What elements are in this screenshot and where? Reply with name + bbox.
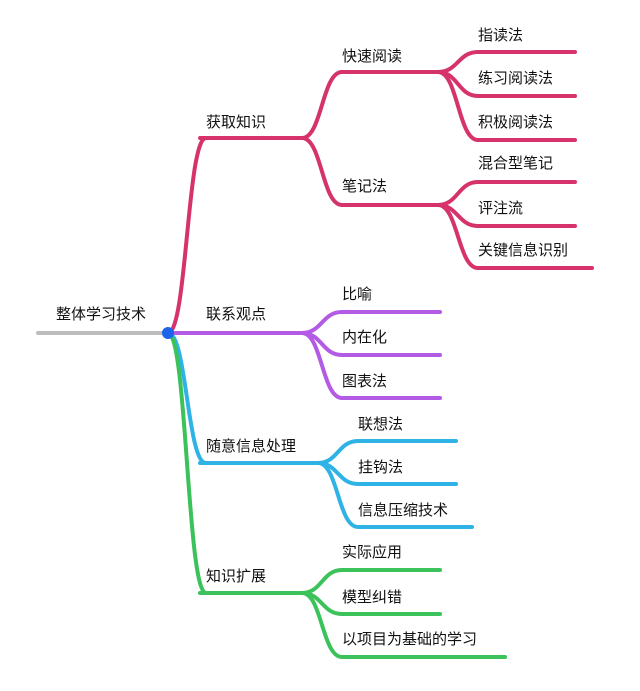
connector-note-leaf-2 [436, 203, 480, 270]
branch-label-arbitrary-info: 随意信息处理 [206, 437, 297, 455]
leaf-label-compression: 信息压缩技术 [358, 501, 449, 519]
root-node-dot [162, 327, 174, 339]
branch-label-acquire: 获取知识 [206, 113, 267, 131]
connector-note-taking [300, 136, 344, 207]
connector-connect-leaf-0 [300, 310, 344, 335]
subtopic-label-note-taking: 笔记法 [342, 177, 388, 195]
branch-label-connect: 联系观点 [206, 305, 267, 323]
leaf-label-metaphor: 比喻 [342, 285, 373, 303]
connector-connect-leaf-2 [300, 331, 344, 400]
connector-acquire [166, 136, 208, 335]
leaf-label-project-learning: 以项目为基础的学习 [342, 630, 478, 648]
root-topic-label: 整体学习技术 [56, 305, 147, 323]
leaf-label-annotation: 评注流 [478, 199, 524, 217]
leaf-label-internalize: 内在化 [342, 328, 388, 346]
connector-note-leaf-0 [436, 180, 480, 207]
leaf-label-model-correction: 模型纠错 [342, 588, 403, 606]
leaf-label-active-reading: 积极阅读法 [478, 113, 554, 131]
connector-expand-leaf-0 [300, 568, 344, 595]
connector-expand [166, 331, 208, 595]
subtopic-label-speed-reading: 快速阅读 [342, 47, 403, 65]
connector-speed-leaf-0 [436, 50, 480, 74]
leaf-label-peg-method: 挂钩法 [358, 458, 404, 476]
connector-speed-reading [300, 70, 344, 140]
leaf-label-practical-use: 实际应用 [342, 543, 403, 561]
connector-expand-leaf-2 [300, 591, 344, 659]
connector-arbitrary-leaf-2 [316, 461, 360, 529]
leaf-label-practice-reading: 练习阅读法 [478, 69, 554, 87]
connector-arbitrary-leaf-0 [316, 439, 360, 465]
leaf-label-diagram-method: 图表法 [342, 372, 388, 390]
leaf-label-mixed-notes: 混合型笔记 [478, 154, 554, 172]
leaf-label-key-info: 关键信息识别 [478, 241, 569, 259]
leaf-label-association: 联想法 [358, 415, 404, 433]
leaf-label-finger-reading: 指读法 [478, 26, 524, 44]
branch-label-expand: 知识扩展 [206, 567, 267, 585]
connector-speed-leaf-2 [436, 70, 480, 142]
